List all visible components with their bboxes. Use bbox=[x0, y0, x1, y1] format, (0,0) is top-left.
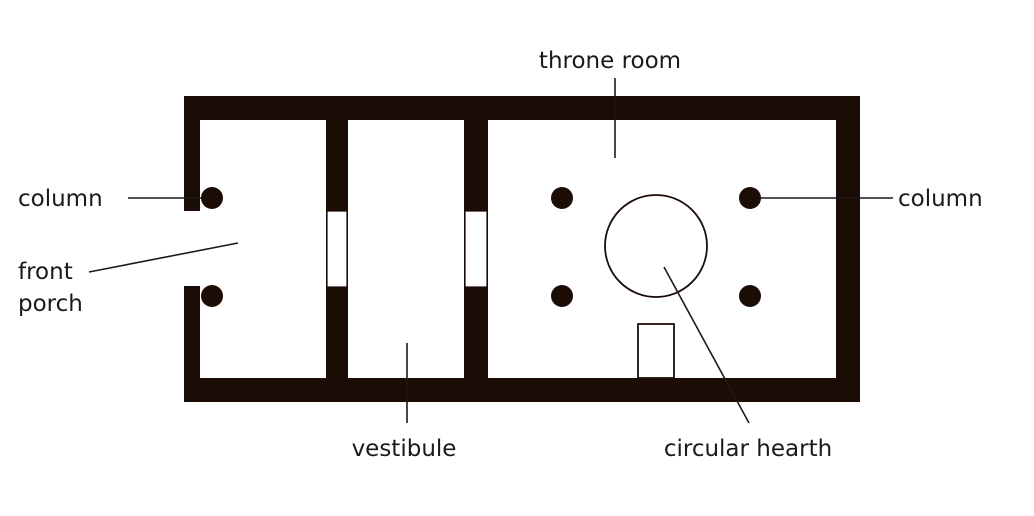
leader-lines bbox=[88, 78, 893, 424]
interior-walls bbox=[326, 96, 488, 402]
vestibule-throne-doorway bbox=[464, 210, 488, 288]
bottom-wall bbox=[184, 378, 860, 402]
throne-base bbox=[637, 323, 675, 379]
left-wall-lower bbox=[184, 286, 200, 402]
front-porch-leader bbox=[88, 242, 239, 273]
porch-column-lower bbox=[201, 285, 223, 307]
throne-column-bottom-left bbox=[551, 285, 573, 307]
circular-hearth bbox=[604, 194, 708, 298]
right-wall bbox=[836, 96, 860, 402]
throne-column-bottom-right bbox=[739, 285, 761, 307]
column-right-label: column bbox=[898, 186, 983, 212]
circular-hearth-leader bbox=[663, 266, 750, 424]
columns bbox=[201, 187, 761, 307]
top-wall bbox=[184, 96, 860, 120]
porch-label: porch bbox=[18, 291, 83, 317]
vestibule-label: vestibule bbox=[352, 436, 457, 462]
throne-column-top-right bbox=[739, 187, 761, 209]
left-wall-upper bbox=[184, 96, 200, 211]
labels: throne room column column front porch ve… bbox=[18, 48, 983, 462]
outer-walls bbox=[184, 96, 860, 402]
porch-column-upper bbox=[201, 187, 223, 209]
porch-vestibule-doorway bbox=[326, 210, 348, 288]
throne-room-label: throne room bbox=[539, 48, 681, 74]
throne-column-top-left bbox=[551, 187, 573, 209]
front-label: front bbox=[18, 259, 73, 285]
circular-hearth-label: circular hearth bbox=[664, 436, 832, 462]
column-left-label: column bbox=[18, 186, 103, 212]
